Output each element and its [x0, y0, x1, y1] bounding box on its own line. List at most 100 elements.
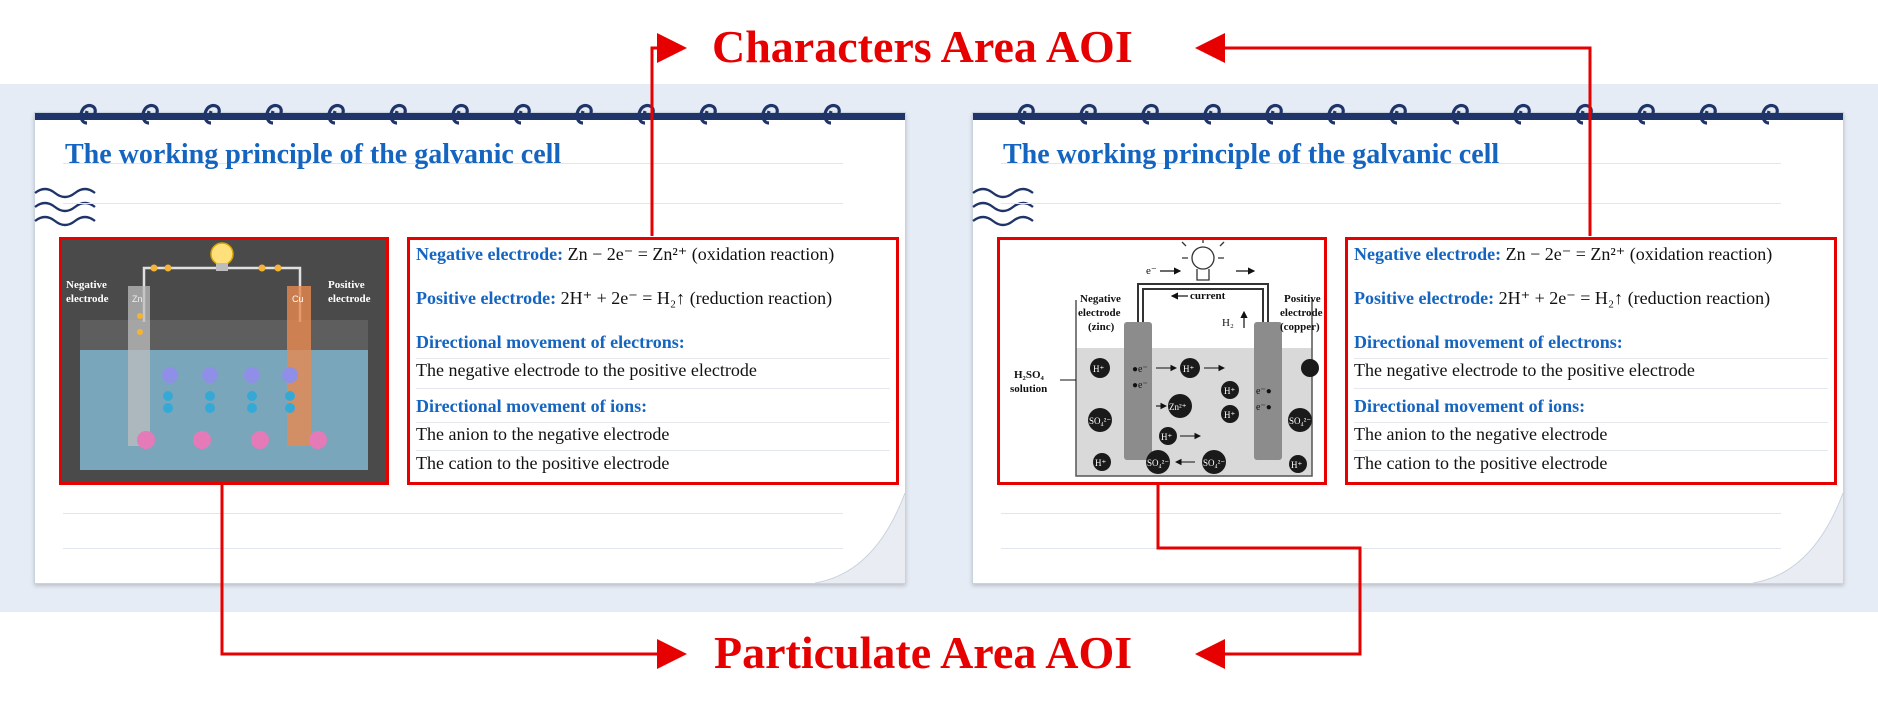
svg-text:H⁺: H⁺ [1224, 410, 1235, 420]
svg-text:●e⁻: ●e⁻ [1132, 380, 1148, 391]
particulate-aoi-label: Particulate Area AOI [714, 627, 1133, 678]
h2so4-label: H₂SO₄ [1014, 369, 1045, 381]
electrons-heading: Directional movement of electrons: [416, 332, 685, 352]
positive-electrode-heading: Positive electrode: [1354, 288, 1495, 308]
svg-text:SO₄²⁻: SO₄²⁻ [1147, 458, 1169, 468]
negative-electrode-equation: Zn − 2e⁻ = Zn²⁺ [1505, 244, 1626, 264]
positive-electrode-line: Positive electrode: 2H⁺ + 2e⁻ = H₂↑ (red… [1354, 288, 1770, 309]
light-bulb-icon [210, 242, 234, 271]
ion-particles: H⁺ H⁺ Zn²⁺ H⁺ H⁺ SO₄²⁻ H⁺ SO₄²⁻ H⁺ SO₄²⁻… [1088, 358, 1319, 474]
svg-text:(copper): (copper) [1280, 321, 1320, 333]
reduction-note: (reduction reaction) [1627, 288, 1771, 308]
positive-electrode-label-line2: electrode [328, 293, 371, 305]
electron-dot [258, 264, 266, 272]
page-curl-decoration [1753, 493, 1843, 583]
svg-text:H⁺: H⁺ [1224, 386, 1235, 396]
light-bulb-icon [1181, 240, 1225, 281]
negative-electrode-heading: Negative electrode: [1354, 244, 1502, 264]
anion-text: The anion to the negative electrode [1354, 424, 1608, 444]
characters-aoi-box: Negative electrode: Zn − 2e⁻ = Zn²⁺ (oxi… [1345, 237, 1837, 485]
sulfate-ion [309, 431, 327, 449]
svg-text:●e⁻: ●e⁻ [1132, 364, 1148, 375]
h-ion [247, 391, 257, 401]
zinc-electrode [1124, 322, 1152, 460]
electron-label: e⁻ [1146, 265, 1157, 277]
electrons-text: The negative electrode to the positive e… [416, 360, 757, 380]
slide-title: The working principle of the galvanic ce… [65, 139, 562, 170]
spiral-binding-icon [79, 103, 841, 125]
negative-electrode-label: Negative [1080, 293, 1121, 305]
svg-text:(zinc): (zinc) [1088, 321, 1115, 333]
svg-text:H⁺: H⁺ [1093, 364, 1104, 374]
zinc-electrode [128, 286, 150, 446]
negative-electrode-heading: Negative electrode: [416, 244, 564, 264]
h-ion [163, 403, 173, 413]
galvanic-cell-particle-diagram: Zn Cu Negative electrode Positive electr… [62, 240, 386, 482]
cation-text: The cation to the positive electrode [416, 453, 670, 473]
particulate-aoi-box: e⁻ current Negative electrode (zinc) Pos… [997, 237, 1327, 485]
characters-aoi-box: Negative electrode: Zn − 2e⁻ = Zn²⁺ (oxi… [407, 237, 899, 485]
zn-ion [202, 367, 218, 383]
svg-text:SO₄²⁻: SO₄²⁻ [1203, 458, 1225, 468]
oxidation-note: (oxidation reaction) [1629, 244, 1773, 264]
electron-dot [150, 264, 158, 272]
h-ion [285, 403, 295, 413]
copper-electrode [1254, 322, 1282, 460]
positive-electrode-equation: 2H⁺ + 2e⁻ = H₂↑ [1498, 288, 1624, 308]
svg-text:H⁺: H⁺ [1291, 460, 1302, 470]
zn-ion [244, 367, 260, 383]
cu-label: Cu [292, 294, 304, 304]
svg-text:SO₄²⁻: SO₄²⁻ [1089, 416, 1111, 426]
solution-label: solution [1010, 383, 1047, 395]
spiral-binding-icon [1017, 103, 1779, 125]
electrons-heading: Directional movement of electrons: [1354, 332, 1623, 352]
sulfate-ion [251, 431, 269, 449]
copper-electrode [287, 286, 311, 446]
negative-electrode-line: Negative electrode: Zn − 2e⁻ = Zn²⁺ (oxi… [416, 244, 834, 265]
ions-heading: Directional movement of ions: [1354, 396, 1586, 416]
reduction-note: (reduction reaction) [689, 288, 833, 308]
negative-electrode-line: Negative electrode: Zn − 2e⁻ = Zn²⁺ (oxi… [1354, 244, 1772, 265]
svg-text:e⁻●: e⁻● [1256, 386, 1272, 397]
svg-text:electrode: electrode [1280, 307, 1323, 319]
zn-ion [162, 367, 178, 383]
svg-text:H⁺: H⁺ [1183, 364, 1194, 374]
svg-text:e⁻●: e⁻● [1256, 402, 1272, 413]
negative-electrode-equation: Zn − 2e⁻ = Zn²⁺ [567, 244, 688, 264]
h-ion [285, 391, 295, 401]
external-wire [1137, 283, 1269, 322]
positive-electrode-label: Positive [328, 279, 365, 291]
negative-electrode-label: Negative [66, 279, 107, 291]
characters-aoi-label: Characters Area AOI [712, 21, 1133, 72]
svg-text:Zn²⁺: Zn²⁺ [1169, 402, 1187, 412]
h2-label: H₂ [1222, 317, 1234, 329]
right-notebook-slide: The working principle of the galvanic ce… [972, 103, 1844, 584]
ions-heading: Directional movement of ions: [416, 396, 648, 416]
notebook-top-bar [35, 113, 905, 120]
electron-dot [164, 264, 172, 272]
galvanic-cell-schematic-diagram: e⁻ current Negative electrode (zinc) Pos… [1010, 240, 1323, 477]
zn-label: Zn [132, 294, 143, 304]
h-ion [247, 403, 257, 413]
electrons-text: The negative electrode to the positive e… [1354, 360, 1695, 380]
svg-text:H⁺: H⁺ [1095, 458, 1106, 468]
h-ion [205, 403, 215, 413]
oxidation-note: (oxidation reaction) [691, 244, 835, 264]
h-ion [205, 391, 215, 401]
h-ion [163, 391, 173, 401]
zn-ion [282, 367, 298, 383]
electron-dot [274, 264, 282, 272]
electron-dot [137, 313, 143, 319]
positive-electrode-equation: 2H⁺ + 2e⁻ = H₂↑ [560, 288, 686, 308]
slide-title: The working principle of the galvanic ce… [1003, 139, 1500, 170]
left-notebook-slide: The working principle of the galvanic ce… [34, 103, 906, 584]
current-label: current [1190, 290, 1226, 302]
sulfate-ion [137, 431, 155, 449]
positive-electrode-heading: Positive electrode: [416, 288, 557, 308]
positive-electrode-line: Positive electrode: 2H⁺ + 2e⁻ = H₂↑ (red… [416, 288, 832, 309]
cation-text: The cation to the positive electrode [1354, 453, 1608, 473]
page-curl-decoration [815, 493, 905, 583]
positive-electrode-label: Positive [1284, 293, 1321, 305]
anion-text: The anion to the negative electrode [416, 424, 670, 444]
sulfate-ion [193, 431, 211, 449]
